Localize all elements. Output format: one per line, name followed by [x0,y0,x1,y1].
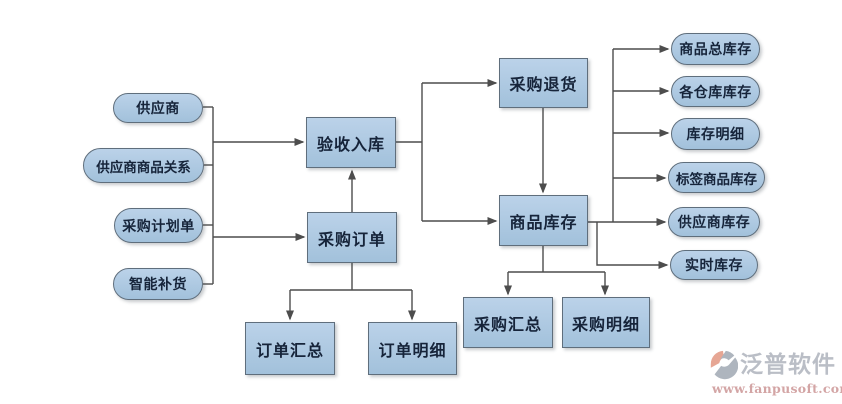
node-purchase-order: 采购订单 [307,212,397,263]
node-total-product-inventory: 商品总库存 [671,33,760,65]
node-purchase-summary: 采购汇总 [463,297,553,348]
node-supplier-inventory: 供应商库存 [668,207,760,237]
node-purchase-detail: 采购明细 [562,297,650,348]
node-order-summary: 订单汇总 [245,322,335,375]
node-inventory-detail: 库存明细 [671,118,760,150]
brand-name: 泛普软件 [740,350,836,378]
node-purchase-return: 采购退货 [499,58,588,108]
fanpu-logo-icon [710,350,738,380]
node-product-inventory: 商品库存 [499,195,588,246]
node-supplier: 供应商 [113,93,203,123]
node-supplier-product-relation: 供应商商品关系 [83,148,204,183]
connector-line [596,222,669,269]
node-purchase-plan: 采购计划单 [114,208,203,243]
node-smart-replenishment: 智能补货 [113,268,203,300]
brand-watermark: 泛普软件 www.fanpusoft.com [708,348,842,396]
node-acceptance-warehousing: 验收入库 [306,117,396,168]
node-warehouse-inventory: 各仓库库存 [671,76,760,107]
brand-url: www.fanpusoft.com [712,381,842,396]
node-realtime-inventory: 实时库存 [670,250,758,280]
node-order-detail: 订单明细 [368,322,457,375]
node-tag-product-inventory: 标签商品库存 [668,162,765,193]
